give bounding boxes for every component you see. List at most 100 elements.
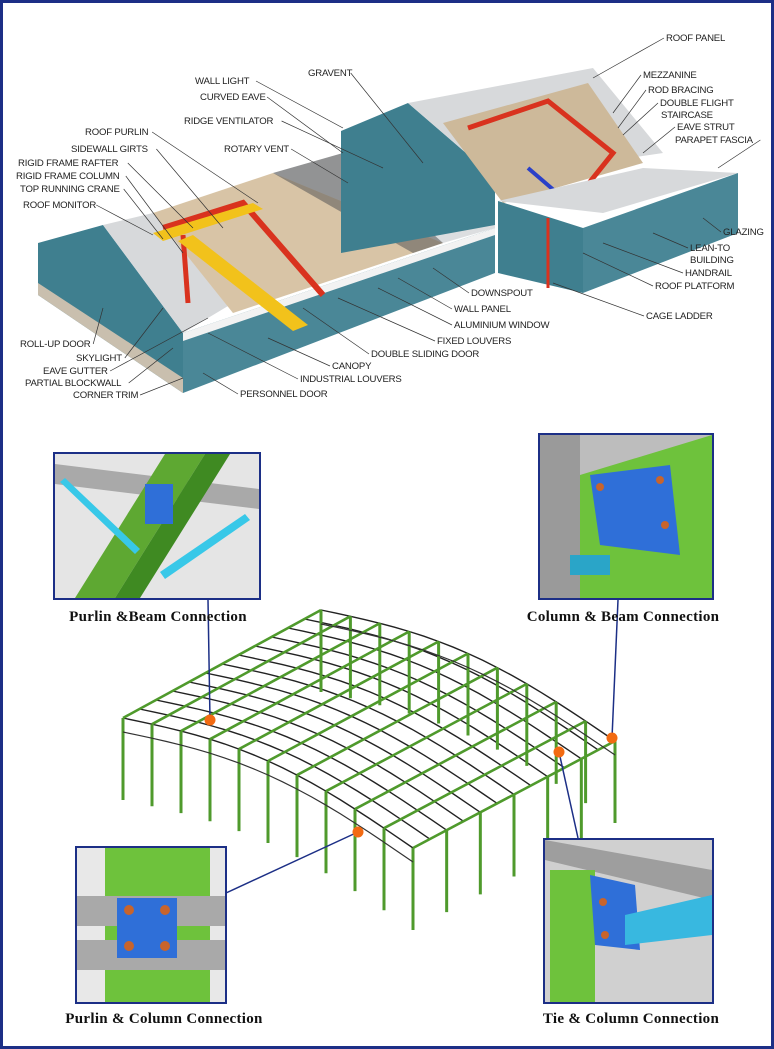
rafter bbox=[354, 700, 557, 811]
connection-plate bbox=[145, 484, 173, 524]
leader-line bbox=[702, 217, 722, 233]
rafter bbox=[296, 666, 499, 777]
leader-line bbox=[267, 337, 331, 367]
callout-label: ALUMINIUM WINDOW bbox=[454, 320, 551, 331]
leader-line bbox=[642, 126, 676, 154]
rigid-frame-rafter bbox=[162, 199, 326, 297]
column-beam-detail bbox=[540, 435, 712, 598]
rafter bbox=[151, 615, 352, 726]
leader-line bbox=[127, 162, 194, 229]
building-cutaway-illustration: ROOF PANEL MEZZANINE ROD BRACING DOUBLE FLI… bbox=[16, 33, 764, 401]
callout-label: ROOF PLATFORM bbox=[655, 281, 735, 292]
wall-girt bbox=[122, 731, 414, 863]
callout-label: DOWNSPOUT bbox=[471, 288, 533, 299]
leader-line bbox=[290, 148, 349, 184]
rafter bbox=[238, 640, 440, 751]
top-running-crane bbox=[153, 203, 263, 241]
leader-line bbox=[96, 204, 154, 236]
left-roof bbox=[103, 213, 233, 333]
lean-to-front-wall bbox=[583, 173, 738, 293]
callout-label: ROOF PANEL bbox=[666, 33, 726, 44]
callout-leader bbox=[207, 599, 211, 721]
callout-label: CURVED EAVE bbox=[200, 92, 266, 103]
leader-line bbox=[202, 372, 239, 395]
eave-band bbox=[183, 228, 495, 341]
callout-label: ROLL-UP DOOR bbox=[20, 339, 91, 350]
purlin-beam-connection-caption: Purlin &Beam Connection bbox=[69, 609, 247, 625]
mezzanine-frame bbox=[467, 98, 617, 205]
leader-line bbox=[612, 74, 642, 114]
purlin-beam-detail bbox=[55, 454, 259, 598]
crane-girder bbox=[178, 235, 308, 331]
callout-label: BUILDING bbox=[690, 255, 734, 266]
leader-line bbox=[622, 102, 659, 136]
leader-line bbox=[125, 175, 184, 254]
callout-label: STAIRCASE bbox=[661, 110, 713, 121]
leader-line bbox=[128, 347, 174, 384]
callout-label: PARAPET FASCIA bbox=[675, 135, 754, 146]
leader-line bbox=[156, 148, 224, 229]
connection-marker bbox=[352, 826, 364, 838]
callout-label: CAGE LADDER bbox=[646, 311, 713, 322]
leader-line bbox=[397, 277, 453, 310]
callout-label: WALL LIGHT bbox=[195, 76, 250, 87]
leader-line bbox=[652, 232, 689, 249]
callout-label: RIDGE VENTILATOR bbox=[184, 116, 273, 127]
callout-label: SKYLIGHT bbox=[76, 353, 122, 364]
high-bay-gable-wall bbox=[341, 103, 495, 253]
leader-line bbox=[617, 89, 647, 129]
leader-line bbox=[592, 37, 665, 79]
high-bay-interior bbox=[443, 83, 643, 203]
callout-label: MEZZANINE bbox=[643, 70, 697, 81]
callout-label: DOUBLE SLIDING DOOR bbox=[371, 349, 479, 360]
blockwall bbox=[38, 283, 183, 393]
leader-line bbox=[717, 139, 761, 169]
leader-line bbox=[139, 377, 184, 396]
callout-label: ROOF PURLIN bbox=[85, 127, 149, 138]
callout-label: PERSONNEL DOOR bbox=[240, 389, 328, 400]
wall-girt bbox=[320, 623, 616, 756]
connection-marker bbox=[204, 714, 216, 726]
leader-line bbox=[602, 242, 684, 274]
leader-line bbox=[432, 267, 470, 294]
leader-line bbox=[123, 188, 164, 240]
leader-line bbox=[302, 307, 370, 355]
callout-label: LEAN-TO bbox=[690, 243, 730, 254]
front-long-wall bbox=[183, 228, 495, 393]
callout-label: ROD BRACING bbox=[648, 85, 714, 96]
leader-line bbox=[151, 131, 259, 204]
leader-line bbox=[255, 80, 344, 129]
callout-label: PARTIAL BLOCKWALL bbox=[25, 378, 122, 389]
leader-line bbox=[92, 307, 104, 345]
callout-leader bbox=[558, 751, 579, 839]
callout-label: WALL PANEL bbox=[454, 304, 512, 315]
rafter bbox=[383, 719, 587, 830]
callout-label: HANDRAIL bbox=[685, 268, 733, 279]
steel-frame-3d-model bbox=[121, 599, 619, 930]
rafter bbox=[267, 652, 469, 763]
leader-line bbox=[350, 72, 424, 164]
callout-label: DOUBLE FLIGHT bbox=[660, 98, 734, 109]
callout-label: FIXED LOUVERS bbox=[437, 336, 511, 347]
purlin-beam-connection-inset bbox=[53, 452, 261, 600]
callout-label: ROTARY VENT bbox=[224, 144, 289, 155]
leader-line bbox=[281, 120, 384, 169]
callout-leader bbox=[225, 831, 359, 894]
callout-label: RIGID FRAME COLUMN bbox=[16, 171, 120, 182]
callout-label: ROOF MONITOR bbox=[23, 200, 96, 211]
callout-label: EAVE STRUT bbox=[677, 122, 735, 133]
column-beam-connection-caption: Column & Beam Connection bbox=[526, 609, 720, 625]
lean-to-side-wall bbox=[498, 201, 583, 293]
leader-line bbox=[377, 287, 453, 326]
callout-label: SIDEWALL GIRTS bbox=[71, 144, 148, 155]
leader-line bbox=[124, 307, 164, 359]
rafter bbox=[122, 608, 322, 720]
purlin-column-connection-inset bbox=[75, 846, 227, 1004]
callout-label: TOP RUNNING CRANE bbox=[20, 184, 120, 195]
leader-line bbox=[207, 332, 299, 380]
leader-line bbox=[337, 297, 436, 342]
callout-leader bbox=[611, 599, 619, 739]
purlin-column-detail bbox=[77, 848, 225, 1002]
rafter bbox=[209, 630, 410, 741]
